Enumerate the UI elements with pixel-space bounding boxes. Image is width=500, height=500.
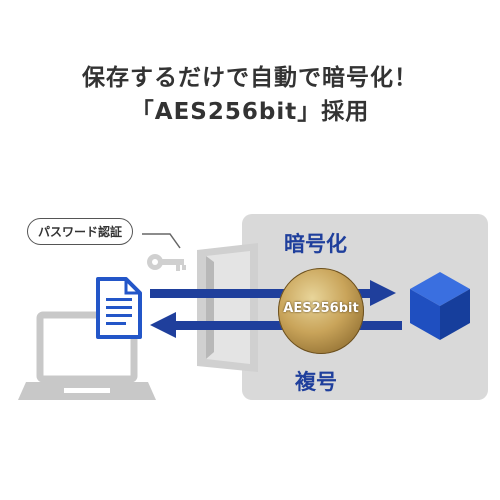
encrypt-label: 暗号化 <box>284 232 347 256</box>
decrypt-arrow <box>150 312 402 338</box>
document-icon <box>96 277 142 339</box>
headline-line2: 「AES256bit」採用 <box>130 99 370 125</box>
headline-line1: 保存するだけで自動で暗号化！ <box>82 65 418 91</box>
encrypt-arrow <box>150 280 396 306</box>
decrypt-label: 複号 <box>295 370 337 394</box>
aes-badge-label: AES256bit <box>283 301 359 316</box>
aes-badge: AES256bit <box>278 268 364 354</box>
key-icon <box>147 254 186 271</box>
laptop-icon <box>18 311 156 400</box>
password-auth-label: パスワード認証 <box>27 218 134 245</box>
cube-icon <box>410 272 470 340</box>
door-icon <box>197 243 258 372</box>
